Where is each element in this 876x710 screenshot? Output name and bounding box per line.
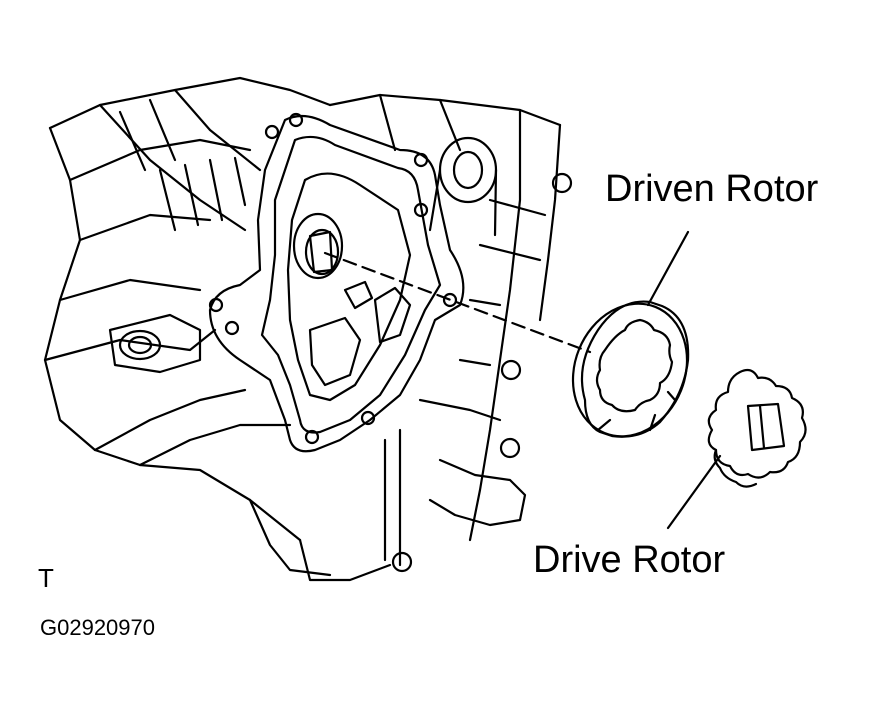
drive-rotor xyxy=(707,368,807,488)
driven-rotor-label: Driven Rotor xyxy=(605,168,819,210)
pump-housing xyxy=(208,112,465,453)
alignment-line xyxy=(323,251,592,354)
figure-code: G02920970 xyxy=(40,615,155,640)
corner-mark: T xyxy=(38,563,54,593)
driven-rotor xyxy=(571,300,690,438)
driven-rotor-leader xyxy=(646,230,690,307)
drive-rotor-label: Drive Rotor xyxy=(533,539,726,581)
drive-rotor-leader xyxy=(666,454,722,530)
engine-block xyxy=(43,76,573,582)
